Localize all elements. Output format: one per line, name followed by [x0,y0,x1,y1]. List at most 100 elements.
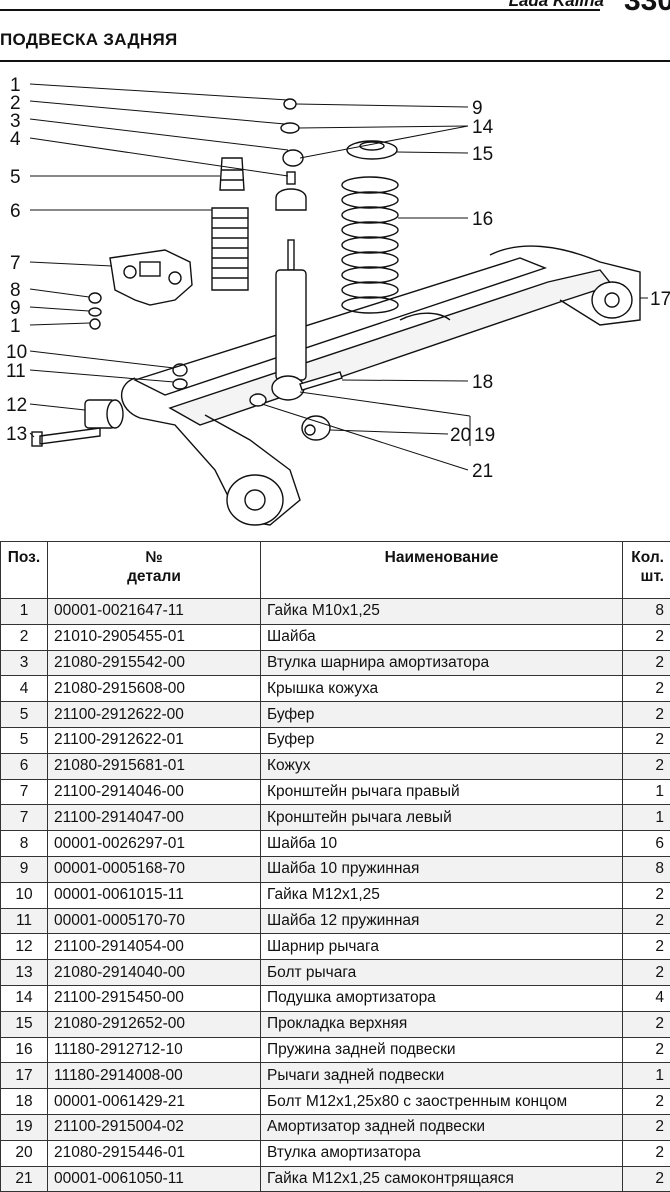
callout-label: 9 [10,298,21,319]
cell-part-no: 21100-2912622-00 [47,701,261,728]
cell-name: Кожух [260,752,623,780]
cell-name: Гайка М12х1,25 [260,881,623,909]
cell-pos: 16 [0,1036,48,1064]
cell-pos: 10 [0,881,48,909]
cell-qty: 2 [622,1088,670,1115]
rear-beam-drawing [120,245,641,526]
cell-name: Гайка М12х1,25 самоконтрящаяся [260,1165,623,1192]
buffer-drawing [219,157,245,191]
cell-qty: 1 [622,1062,670,1090]
header-part-no-line1: № [145,549,163,566]
cell-name: Болт М12х1,25х80 с заостренным концом [260,1088,623,1115]
cell-name: Кронштейн рычага левый [260,804,623,832]
callout-label: 7 [10,253,21,274]
callout-label: 20 [450,425,471,446]
cell-pos: 15 [0,1010,48,1038]
cell-qty: 2 [622,649,670,677]
cell-name: Рычаги задней подвески [260,1062,623,1090]
callout-label: 13 [6,424,27,445]
cell-qty: 8 [622,855,670,883]
cell-pos: 17 [0,1062,48,1090]
callout-label: 2 [10,93,21,114]
title-rule [0,60,670,62]
cell-part-no: 21080-2915681-01 [47,752,261,780]
cell-pos: 19 [0,1113,48,1141]
exploded-diagram: 1 2 3 4 5 6 7 8 9 1 10 11 12 13 9 14 15 … [6,75,670,526]
cell-pos: 7 [0,804,48,832]
header-part-no: № детали [47,541,261,599]
cell-part-no: 21080-2915446-01 [47,1139,261,1167]
cell-pos: 5 [0,726,48,754]
cell-pos: 6 [0,752,48,780]
callout-label: 14 [472,117,494,138]
cell-name: Шарнир рычага [260,933,623,961]
cell-part-no: 21100-2914046-00 [47,778,261,806]
cell-qty: 1 [622,804,670,832]
cell-qty: 2 [622,623,670,651]
cell-pos: 2 [0,623,48,651]
cell-pos: 11 [0,907,48,935]
cell-qty: 8 [622,598,670,625]
cell-name: Шайба 12 пружинная [260,907,623,935]
cell-pos: 13 [0,959,48,986]
cell-part-no: 21010-2905455-01 [47,623,261,651]
cell-part-no: 00001-0021647-11 [47,598,261,625]
cell-qty: 1 [622,778,670,806]
cell-name: Пружина задней подвески [260,1036,623,1064]
cell-pos: 1 [0,598,48,625]
left-fasteners-drawing [88,292,188,390]
cell-name: Болт рычага [260,959,623,986]
cell-part-no: 21080-2915608-00 [47,675,261,703]
callout-label: 18 [472,372,493,393]
spring-pad-drawing [346,140,398,160]
cell-part-no: 00001-0005170-70 [47,907,261,935]
cell-pos: 7 [0,778,48,806]
header-qty: Кол. шт. [622,541,670,599]
boot-drawing [211,207,249,291]
cell-qty: 2 [622,1113,670,1141]
cell-qty: 2 [622,933,670,961]
callout-label: 3 [10,111,21,132]
cell-qty: 6 [622,830,670,857]
cell-name: Шайба 10 [260,830,623,857]
header-qty-line1: Кол. [631,549,664,566]
cell-name: Буфер [260,726,623,754]
table-header: Поз. № детали Наименование Кол. шт. [0,541,670,599]
callout-label: 6 [10,201,21,222]
cell-qty: 2 [622,1139,670,1167]
cell-pos: 4 [0,675,48,703]
header-part-no-line2: детали [127,568,181,585]
header-rule [0,9,600,11]
cell-name: Втулка амортизатора [260,1139,623,1167]
callout-label: 5 [10,167,21,188]
cell-part-no: 00001-0061429-21 [47,1088,261,1115]
cell-name: Втулка шарнира амортизатора [260,649,623,677]
page-header: Lada Kalina 330 [0,0,670,17]
cell-part-no: 11180-2912712-10 [47,1036,261,1064]
callout-label: 4 [10,129,21,150]
cell-name: Прокладка верхняя [260,1010,623,1038]
self-lock-nut-drawing [249,393,267,407]
cell-pos: 12 [0,933,48,961]
cell-part-no: 21080-2915542-00 [47,649,261,677]
cell-pos: 9 [0,855,48,883]
lever-bracket-drawing [109,249,193,306]
cell-part-no: 00001-0026297-01 [47,830,261,857]
callout-label: 10 [6,342,27,363]
cell-name: Амортизатор задней подвески [260,1113,623,1141]
cell-part-no: 21100-2914054-00 [47,933,261,961]
